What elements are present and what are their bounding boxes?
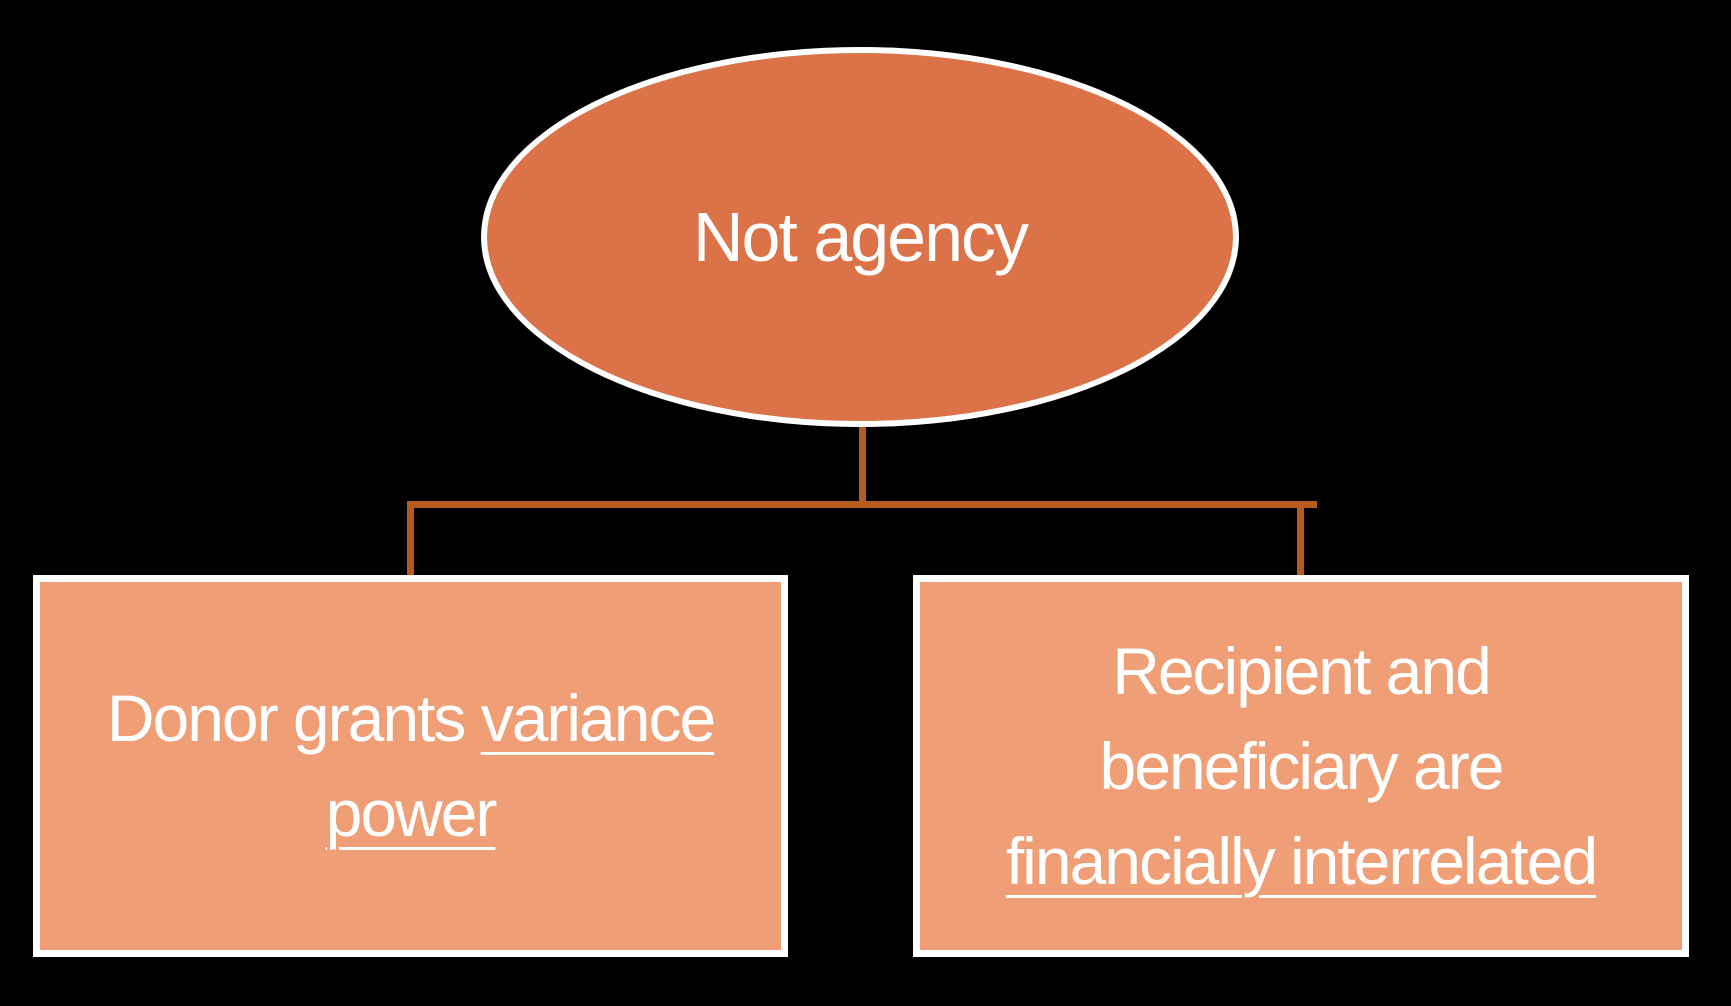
child-node-donor-grants-variance-power: Donor grants variance power [33, 575, 788, 957]
connector-root-stub [859, 424, 866, 504]
child-node-recipient-beneficiary-interrelated: Recipient and beneficiary are financially … [913, 575, 1689, 957]
text-line: financially interrelated [1005, 823, 1598, 898]
root-node-label: Not agency [692, 198, 1029, 276]
root-node-ellipse: Not agency [481, 47, 1239, 427]
text-line: Donor grants variance [106, 681, 716, 755]
connector-left-stub [407, 501, 414, 579]
text-line: power [325, 776, 498, 850]
text-line: beneficiary are [1099, 728, 1505, 803]
connector-right-stub [1297, 501, 1304, 579]
connector-horizontal-line [407, 501, 1317, 508]
text-line: Recipient and [1112, 633, 1492, 708]
